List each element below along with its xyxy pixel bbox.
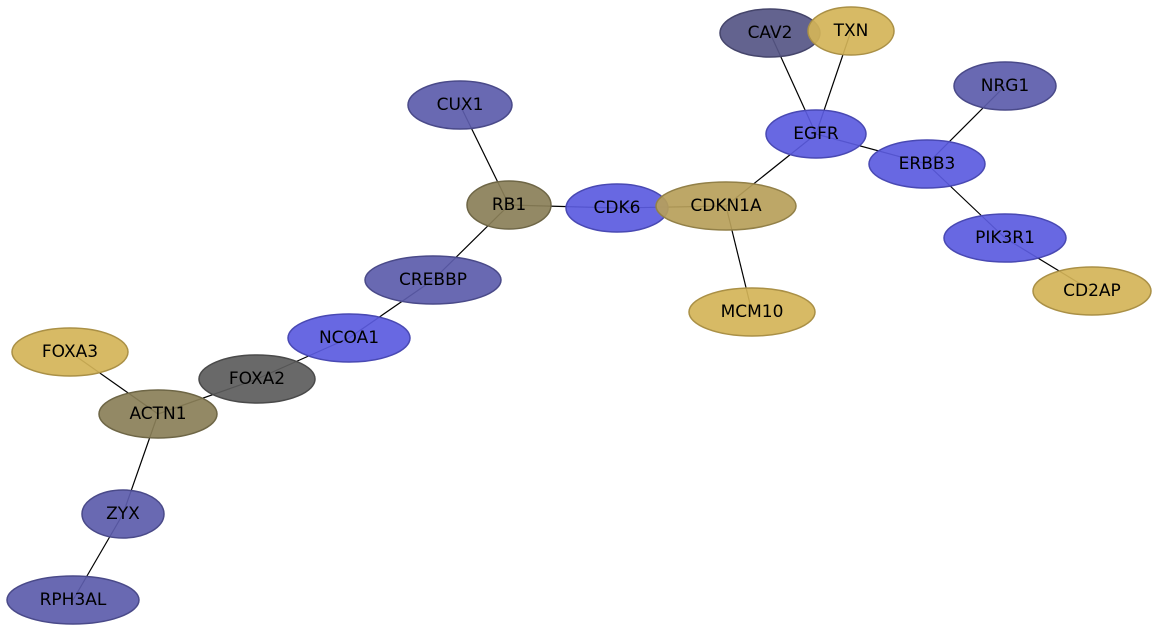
- node-foxa3[interactable]: FOXA3: [11, 327, 129, 377]
- node-actn1[interactable]: ACTN1: [98, 389, 218, 439]
- node-rph3al[interactable]: RPH3AL: [6, 575, 140, 625]
- node-ellipse: [198, 354, 316, 404]
- node-ellipse: [81, 489, 165, 539]
- node-cd2ap[interactable]: CD2AP: [1032, 266, 1152, 316]
- node-ellipse: [1032, 266, 1152, 316]
- node-label: RPH3AL: [40, 590, 107, 610]
- node-ellipse: [943, 213, 1067, 263]
- node-cdk6[interactable]: CDK6: [565, 183, 669, 233]
- node-label: NCOA1: [319, 328, 379, 348]
- node-label: FOXA2: [229, 369, 285, 389]
- node-ellipse: [6, 575, 140, 625]
- node-label: ERBB3: [899, 154, 956, 174]
- node-mcm10[interactable]: MCM10: [688, 287, 816, 337]
- node-foxa2[interactable]: FOXA2: [198, 354, 316, 404]
- node-label: MCM10: [721, 302, 784, 322]
- node-cux1[interactable]: CUX1: [407, 80, 513, 130]
- node-label: NRG1: [981, 76, 1030, 96]
- node-label: CDK6: [594, 198, 641, 218]
- node-ellipse: [765, 109, 867, 159]
- node-ellipse: [868, 139, 986, 189]
- node-crebbp[interactable]: CREBBP: [364, 255, 502, 305]
- node-pik3r1[interactable]: PIK3R1: [943, 213, 1067, 263]
- node-ellipse: [466, 180, 552, 230]
- node-cdkn1a[interactable]: CDKN1A: [655, 181, 797, 231]
- node-label: CD2AP: [1063, 281, 1121, 301]
- node-label: CREBBP: [399, 270, 467, 290]
- node-rb1[interactable]: RB1: [466, 180, 552, 230]
- node-label: TXN: [833, 21, 869, 41]
- node-ellipse: [407, 80, 513, 130]
- edge-layer: [69, 30, 1093, 601]
- node-ellipse: [287, 313, 411, 363]
- node-label: FOXA3: [42, 342, 98, 362]
- node-ellipse: [953, 61, 1057, 111]
- node-label: CAV2: [748, 23, 793, 43]
- node-label: RB1: [492, 195, 526, 215]
- node-label: EGFR: [793, 124, 839, 144]
- node-label: PIK3R1: [975, 228, 1035, 248]
- node-label: ZYX: [106, 504, 140, 524]
- node-egfr[interactable]: EGFR: [765, 109, 867, 159]
- node-ellipse: [688, 287, 816, 337]
- node-ellipse: [98, 389, 218, 439]
- node-txn[interactable]: TXN: [807, 6, 895, 56]
- node-label: CUX1: [437, 95, 484, 115]
- node-ncoa1[interactable]: NCOA1: [287, 313, 411, 363]
- node-cav2[interactable]: CAV2: [719, 8, 821, 58]
- node-ellipse: [655, 181, 797, 231]
- node-label: CDKN1A: [690, 196, 762, 216]
- node-label: ACTN1: [129, 404, 186, 424]
- node-ellipse: [807, 6, 895, 56]
- node-ellipse: [364, 255, 502, 305]
- node-zyx[interactable]: ZYX: [81, 489, 165, 539]
- node-nrg1[interactable]: NRG1: [953, 61, 1057, 111]
- node-ellipse: [11, 327, 129, 377]
- node-erbb3[interactable]: ERBB3: [868, 139, 986, 189]
